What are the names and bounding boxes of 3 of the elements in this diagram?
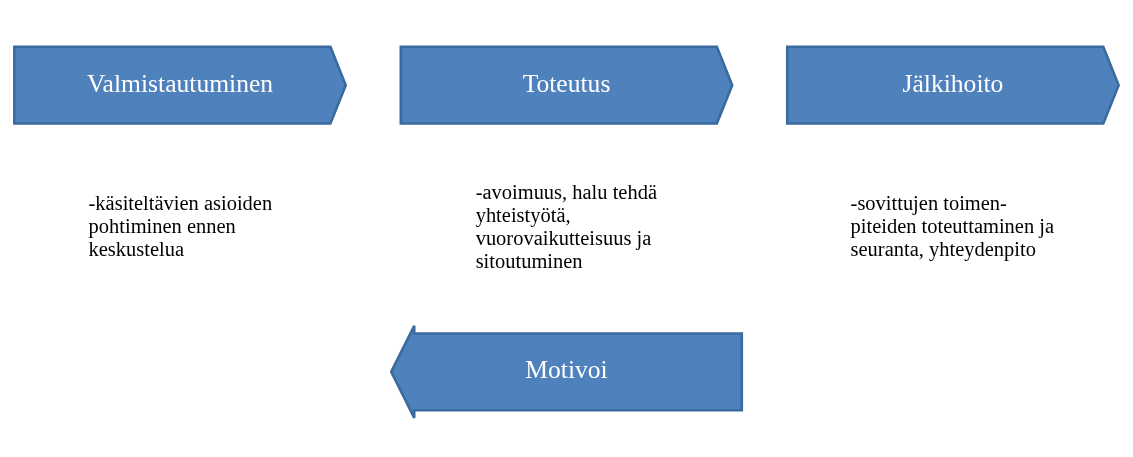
node-label: -avoimuus, halu tehdä yhteistyötä, vuorovaikutteisuus ja sitoutuminen xyxy=(475,180,657,272)
node-label: -käsiteltävien asioiden pohtiminen ennen keskustelua xyxy=(88,192,273,261)
node-label: -sovittujen toimen-piteiden toteuttaminen ja seuranta, yhteydenpito xyxy=(850,192,1055,261)
